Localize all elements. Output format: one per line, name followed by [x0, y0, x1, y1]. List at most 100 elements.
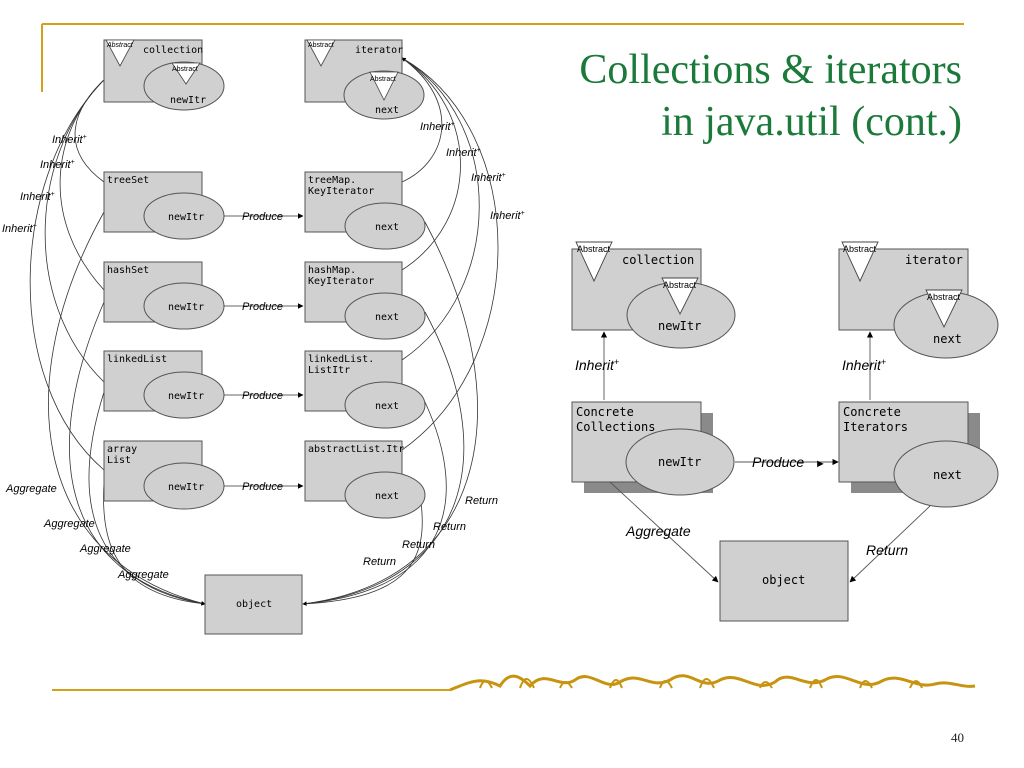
slide-title: Collections & iterators in java.util (co…: [522, 44, 962, 148]
left-row-treeset: treeSet newItr Produce treeMap. KeyItera…: [103, 171, 426, 250]
left-inherit-labels: Inherit+ Inherit+ Inherit+ Inherit+: [2, 134, 87, 235]
iterator-method: next: [375, 222, 399, 233]
produce-label: Produce: [242, 211, 283, 223]
concrete-iterators-line2: Iterators: [843, 420, 908, 434]
aggregate-edge-hashset: [69, 301, 206, 606]
title-line-2: in java.util (cont.): [661, 99, 962, 145]
abstract-triangle-icon: [575, 241, 613, 283]
inherit-edge-linkedlistitr: [401, 57, 480, 361]
right-iterator-label: iterator: [905, 253, 963, 267]
return-edge-hashmap: [302, 311, 465, 606]
ornament-vine: [449, 674, 976, 692]
right-iterator-method-abstract: Abstract: [927, 292, 961, 302]
concrete-iterators-method: next: [933, 468, 962, 482]
left-iterator-abstract: Abstract: [308, 42, 334, 49]
right-collection-method: newItr: [658, 319, 701, 333]
concrete-collections-line2: Collections: [576, 420, 655, 434]
produce-label: Produce: [242, 481, 283, 493]
collection-method: newItr: [168, 482, 204, 493]
left-iterator-method-abstract: Abstract: [370, 76, 396, 83]
concrete-collections-line1: Concrete: [576, 405, 634, 419]
abstract-triangle-icon: [306, 39, 336, 67]
right-iterator-abstract: Abstract: [843, 244, 877, 254]
aggregate-edge-linkedlist: [88, 391, 206, 606]
right-collection-abstract: Abstract: [577, 244, 611, 254]
inherit-edge-treeset: [74, 75, 109, 183]
left-collection-method-abstract: Abstract: [172, 66, 198, 73]
return-label: Return: [363, 556, 396, 568]
iterator-name-2: KeyIterator: [308, 276, 374, 287]
left-return-labels: Return Return Return Return: [363, 495, 498, 568]
right-inherit-edges: [600, 331, 874, 400]
inherit-edge-abstractlistitr: [401, 57, 499, 451]
inherit-edge-hashset: [59, 75, 109, 291]
right-return-label: Return: [866, 542, 908, 558]
left-collection-label: collection: [143, 45, 203, 56]
right-inherit-label-right: Inherit+: [842, 357, 886, 373]
aggregate-edge-treeset: [48, 211, 206, 606]
inherit-label: Inherit+: [471, 172, 506, 184]
inherit-edge-hashmap: [401, 57, 461, 271]
abstract-triangle-icon: [661, 277, 699, 316]
return-edge-abstractlistitr: [302, 494, 423, 606]
inherit-label: Inherit+: [490, 210, 525, 222]
collection-name: hashSet: [107, 265, 149, 276]
concrete-collections-method: newItr: [658, 455, 701, 469]
iterator-method: next: [375, 401, 399, 412]
collection-name: linkedList: [107, 354, 167, 365]
inherit-label: Inherit+: [420, 121, 455, 133]
produce-label: Produce: [242, 301, 283, 313]
collection-name-1: array: [107, 444, 137, 455]
left-inherit-edges: [29, 75, 109, 471]
iterator-name-1: hashMap.: [308, 265, 356, 276]
inherit-label: Inherit+: [40, 159, 75, 171]
page-number: 40: [951, 730, 964, 745]
return-edge-treemap: [302, 221, 478, 606]
left-collection-abstract: Abstract: [106, 42, 134, 49]
abstract-triangle-icon: [105, 39, 135, 67]
left-row-linkedlist: linkedList newItr Produce linkedList. Li…: [103, 350, 426, 429]
inherit-label: Inherit+: [446, 147, 481, 159]
iterator-name-1: abstractList.Itr: [308, 444, 404, 455]
right-diagram: collection Abstract newItr Abstract iter…: [571, 241, 999, 622]
left-iterator-method: next: [375, 105, 399, 116]
iterator-name-1: treeMap.: [308, 175, 356, 186]
right-inherit-label-left: Inherit+: [575, 357, 619, 373]
right-produce-label: Produce: [752, 454, 804, 470]
right-collection-label: collection: [622, 253, 694, 267]
right-concrete-iterators-node: Concrete Iterators next: [838, 401, 999, 508]
inherit-edge-linkedlist: [44, 75, 109, 383]
right-object-node: object: [719, 540, 849, 622]
left-iterator-label: iterator: [355, 45, 403, 56]
left-diagram: collection Abstract newItr Abstract iter…: [2, 39, 525, 635]
left-aggregate-labels: Aggregate Aggregate Aggregate Aggregate: [5, 483, 169, 581]
produce-arrow-icon: ►: [815, 458, 826, 470]
collection-name: treeSet: [107, 175, 149, 186]
concrete-iterators-line1: Concrete: [843, 405, 901, 419]
inherit-edge-arraylist: [29, 75, 109, 471]
right-object-label: object: [762, 573, 805, 587]
abstract-triangle-icon: [369, 71, 399, 101]
inherit-label: Inherit+: [52, 134, 87, 146]
collection-method: newItr: [168, 212, 204, 223]
right-iterator-node: iterator Abstract next Abstract: [838, 241, 999, 359]
aggregate-label: Aggregate: [79, 543, 131, 555]
aggregate-label: Aggregate: [117, 569, 169, 581]
aggregate-edge-arraylist: [103, 481, 206, 606]
right-collection-node: collection Abstract newItr Abstract: [571, 241, 736, 349]
iterator-method: next: [375, 491, 399, 502]
produce-label: Produce: [242, 390, 283, 402]
collection-name-2: List: [107, 455, 131, 466]
left-inherit-iter-labels: Inherit+ Inherit+ Inherit+ Inherit+: [420, 121, 525, 222]
return-label: Return: [465, 495, 498, 507]
left-aggregate-edges: [48, 211, 206, 606]
inherit-edge-treemap: [401, 57, 443, 183]
return-label: Return: [433, 521, 466, 533]
iterator-name-1: linkedList.: [308, 354, 374, 365]
left-row-arraylist: array List newItr Produce abstractList.I…: [103, 440, 426, 519]
left-collection-node: collection Abstract newItr Abstract: [103, 39, 225, 111]
iterator-name-2: KeyIterator: [308, 186, 374, 197]
left-return-edges: [302, 221, 478, 606]
iterator-method: next: [375, 312, 399, 323]
